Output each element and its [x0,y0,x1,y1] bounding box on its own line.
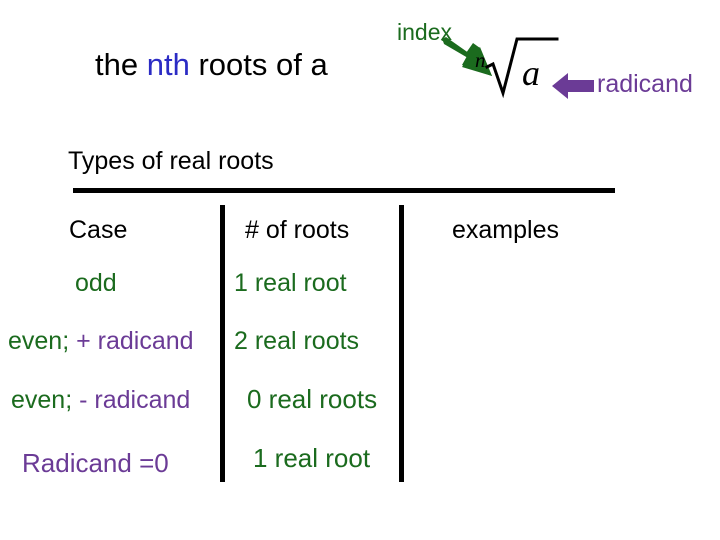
roots-count-text: 2 real roots [234,327,360,355]
radical-radicand-text: a [522,53,540,93]
table-header-case: Case [69,216,128,244]
radicand-annotation-label: radicand [597,70,693,98]
case-text-purple: + radicand [69,327,194,355]
section-divider [73,188,615,193]
case-text-green: even; [11,386,73,414]
case-text-green: even; [8,327,70,355]
roots-count-text: 0 real roots [247,384,378,414]
title-suffix: roots of a [189,47,328,82]
roots-count-text: 1 real root [234,269,347,297]
title-highlight-nth: nth [146,47,190,82]
table-column-divider-1 [220,205,225,482]
table-header-examples: examples [452,216,559,244]
radical-index-text: n [475,48,486,72]
table-header-number-of-roots: # of roots [245,216,350,244]
section-subtitle: Types of real roots [68,147,274,175]
roots-count-text: 1 real root [253,443,371,473]
arrow-down-right-icon [441,37,492,76]
table-column-divider-2 [399,205,404,482]
case-text-green: odd [75,269,117,297]
table-row: odd [75,268,117,298]
table-row: even; - radicand [11,385,190,415]
table-row: even; + radicand [8,326,194,356]
table-row: Radicand =0 [22,448,169,478]
title-prefix: the [95,47,147,82]
radical-expression: n a [475,37,559,99]
page-title: the nth roots of a [95,47,328,83]
arrow-left-icon [552,73,594,99]
case-text-purple: Radicand =0 [22,448,169,478]
case-text-purple: - radicand [72,386,191,414]
